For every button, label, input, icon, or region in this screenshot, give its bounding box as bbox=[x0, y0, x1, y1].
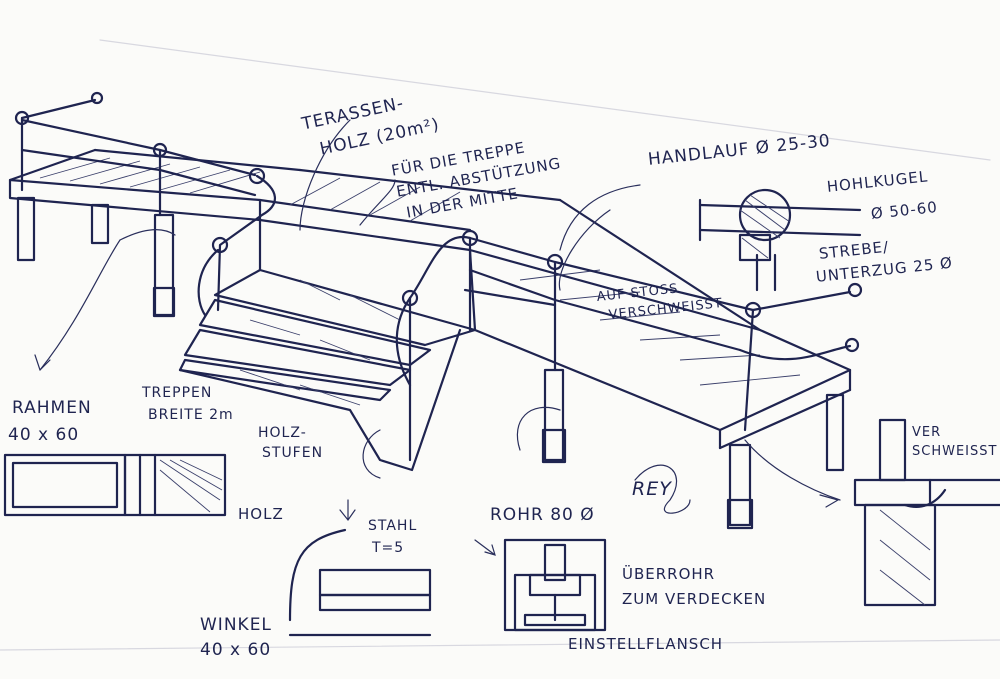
label-rahmen-1: RAHMEN bbox=[12, 398, 92, 418]
label-stahl-2: T=5 bbox=[372, 540, 405, 556]
pipe-detail bbox=[503, 538, 607, 632]
label-treppen-2: BREITE 2m bbox=[148, 407, 234, 423]
artist-signature: REY bbox=[632, 478, 672, 500]
label-verschweisst-2: SCHWEISST bbox=[912, 444, 998, 459]
railing-left bbox=[14, 91, 276, 317]
railing-right bbox=[468, 236, 863, 432]
label-rahmen-2: 40 x 60 bbox=[8, 425, 80, 445]
label-ueberrohr-1: ÜBERROHR bbox=[622, 565, 716, 583]
detail-callouts bbox=[39, 119, 841, 501]
support-posts-left bbox=[16, 196, 176, 318]
angle-bracket-detail bbox=[288, 528, 432, 637]
label-winkel-2: 40 x 60 bbox=[200, 640, 272, 660]
label-winkel-1: WINKEL bbox=[200, 615, 272, 635]
label-einstellflansch: EINSTELLFLANSCH bbox=[568, 635, 724, 653]
stair bbox=[178, 218, 477, 472]
label-treppen-1: TREPPEN bbox=[142, 385, 213, 401]
label-stahl-1: STAHL bbox=[368, 518, 418, 534]
handrail-ball-detail bbox=[698, 188, 862, 292]
label-holzstufen-2: STUFEN bbox=[262, 445, 324, 461]
signature-mark bbox=[634, 464, 691, 514]
frame-section-detail bbox=[3, 453, 227, 517]
label-rohr: ROHR 80 Ø bbox=[490, 505, 595, 525]
lower-platform-right bbox=[468, 198, 852, 450]
label-holzstufen-1: HOLZ- bbox=[258, 425, 307, 441]
welded-joint-detail bbox=[853, 418, 1000, 607]
label-ueberrohr-2: ZUM VERDECKEN bbox=[622, 590, 767, 608]
railing-stair bbox=[395, 229, 557, 462]
label-holz: HOLZ bbox=[238, 505, 284, 523]
label-verschweisst-1: VER bbox=[912, 425, 942, 440]
